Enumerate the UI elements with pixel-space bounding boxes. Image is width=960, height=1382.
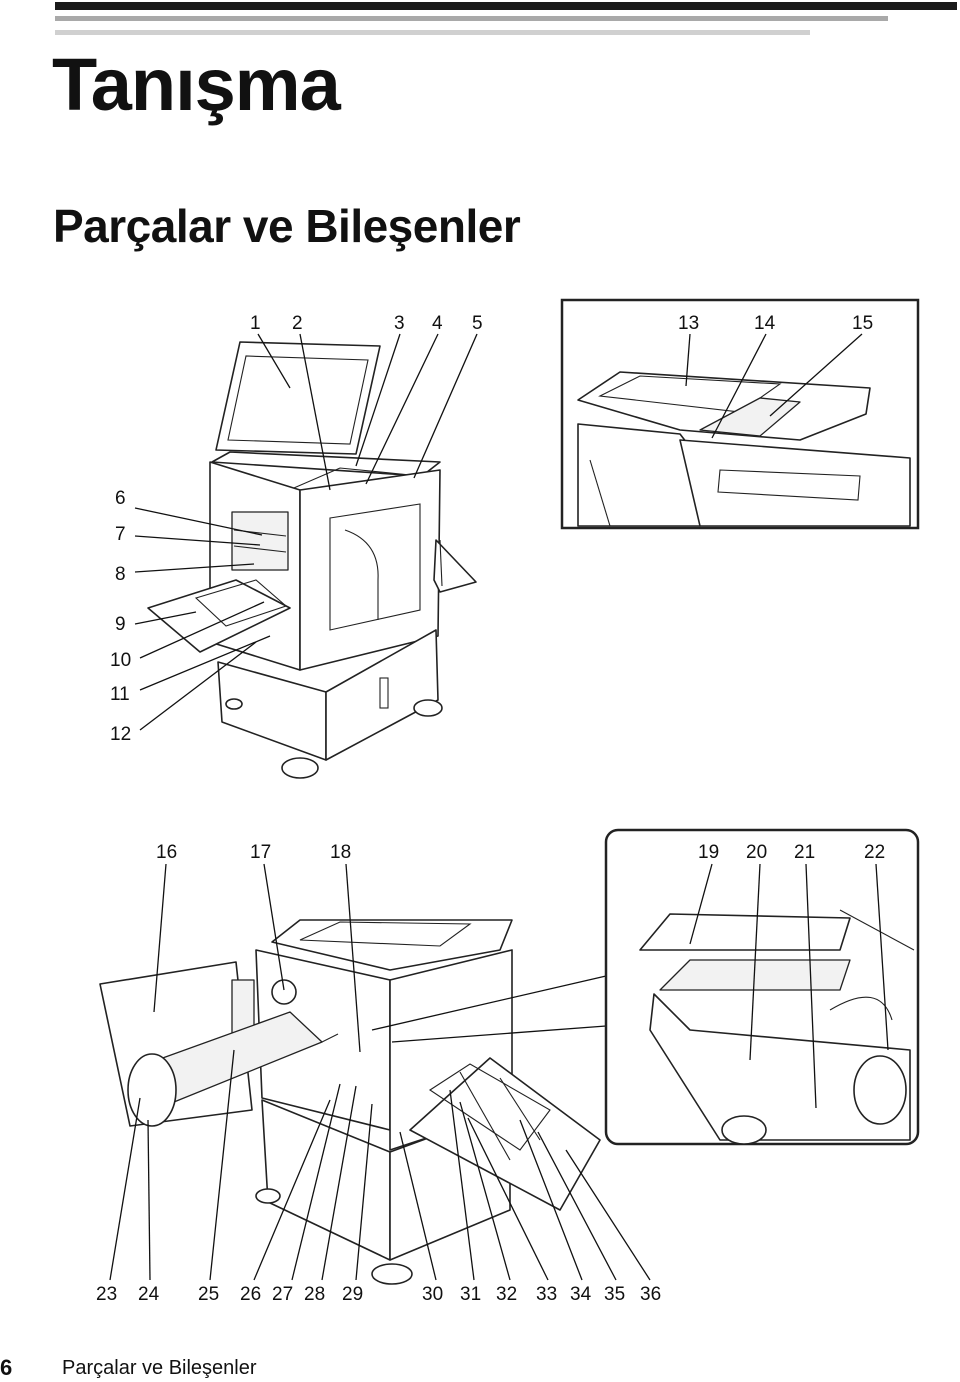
leader-13 xyxy=(685,333,691,387)
leader-36 xyxy=(565,1149,651,1281)
machine-front-illustration xyxy=(147,341,477,779)
leader-27 xyxy=(291,1083,341,1281)
callout-5: 5 xyxy=(472,313,483,334)
leader-26 xyxy=(253,1099,331,1281)
callout-18: 18 xyxy=(330,842,351,863)
callout-24: 24 xyxy=(138,1284,160,1305)
leader-5 xyxy=(413,333,478,479)
callout-35: 35 xyxy=(604,1284,625,1305)
leader-11 xyxy=(139,635,271,691)
callout-14: 14 xyxy=(754,313,776,334)
callout-13: 13 xyxy=(678,313,699,334)
callout-22: 22 xyxy=(864,842,885,863)
leader-15 xyxy=(769,333,863,417)
callout-26: 26 xyxy=(240,1284,261,1305)
leader-4 xyxy=(365,333,439,485)
callout-20: 20 xyxy=(746,842,767,863)
leader-8 xyxy=(134,563,255,573)
callout-17: 17 xyxy=(250,842,271,863)
callout-36: 36 xyxy=(640,1284,661,1305)
callout-3: 3 xyxy=(394,313,405,334)
section-title: Parçalar ve Bileşenler xyxy=(53,200,521,252)
page-number: 6 xyxy=(0,1355,13,1380)
leader-7 xyxy=(134,535,261,546)
header-rule-dark xyxy=(55,2,957,10)
callout-1: 1 xyxy=(250,313,261,334)
page-title: Tanışma xyxy=(52,43,341,126)
callout-15: 15 xyxy=(852,313,873,334)
callout-8: 8 xyxy=(115,564,126,585)
machine-drum-illustration xyxy=(99,919,607,1285)
leader-16 xyxy=(153,863,167,1013)
leader-35 xyxy=(537,1131,617,1281)
callout-32: 32 xyxy=(496,1284,517,1305)
leader-9 xyxy=(134,611,197,625)
leader-32 xyxy=(459,1101,511,1281)
leader-24 xyxy=(147,1119,151,1281)
callout-31: 31 xyxy=(460,1284,481,1305)
leader-28 xyxy=(321,1085,357,1281)
callout-29: 29 xyxy=(342,1284,363,1305)
leader-19 xyxy=(689,863,713,945)
leader-6 xyxy=(134,507,263,536)
leader-34 xyxy=(519,1119,583,1281)
callout-4: 4 xyxy=(432,313,443,334)
callout-10: 10 xyxy=(110,650,131,671)
callout-34: 34 xyxy=(570,1284,592,1305)
callout-25: 25 xyxy=(198,1284,219,1305)
leader-22 xyxy=(875,863,889,1051)
callout-11: 11 xyxy=(110,684,130,705)
callout-23: 23 xyxy=(96,1284,117,1305)
callout-12: 12 xyxy=(110,724,131,745)
leader-18 xyxy=(345,863,361,1053)
leader-30 xyxy=(399,1131,437,1281)
leader-14 xyxy=(711,333,767,439)
footer-section-title: Parçalar ve Bileşenler xyxy=(62,1357,257,1379)
leader-1 xyxy=(257,333,291,389)
callout-30: 30 xyxy=(422,1284,443,1305)
header-rule-light xyxy=(55,30,810,35)
drum-detail-illustration xyxy=(639,909,915,1145)
leader-12 xyxy=(139,641,257,731)
leader-23 xyxy=(109,1097,141,1281)
callout-2: 2 xyxy=(292,313,303,334)
leader-3 xyxy=(355,333,401,467)
parts-diagram-svg: 1 2 3 4 5 6 7 8 9 10 11 12 13 14 15 xyxy=(96,298,920,1305)
leader-21 xyxy=(805,863,817,1109)
leader-10 xyxy=(139,601,265,659)
leader-2 xyxy=(299,333,331,491)
callout-19: 19 xyxy=(698,842,719,863)
header-rule-mid xyxy=(55,16,888,21)
callout-7: 7 xyxy=(115,524,126,545)
callout-9: 9 xyxy=(115,614,126,635)
leader-17 xyxy=(263,863,285,991)
leader-33 xyxy=(467,1117,549,1281)
callout-16: 16 xyxy=(156,842,177,863)
leader-31 xyxy=(449,1089,475,1281)
leader-25 xyxy=(209,1049,235,1281)
callout-21: 21 xyxy=(794,842,815,863)
leader-29 xyxy=(355,1103,373,1281)
feeder-illustration xyxy=(577,371,911,527)
callout-33: 33 xyxy=(536,1284,557,1305)
callout-28: 28 xyxy=(304,1284,325,1305)
parts-diagram: 1 2 3 4 5 6 7 8 9 10 11 12 13 14 15 xyxy=(0,290,960,1310)
callout-27: 27 xyxy=(272,1284,293,1305)
callout-6: 6 xyxy=(115,488,126,509)
leader-20 xyxy=(749,863,761,1061)
